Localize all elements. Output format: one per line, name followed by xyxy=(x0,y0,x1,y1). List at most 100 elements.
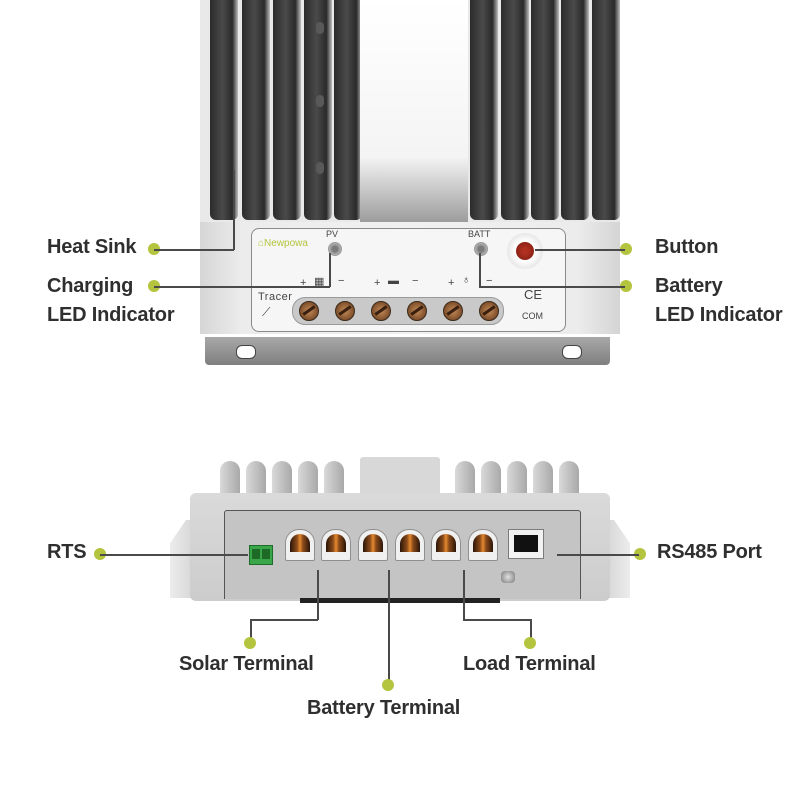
heat-sink-leader xyxy=(233,170,235,250)
rs485-leader xyxy=(557,554,639,556)
batt-negative-screw xyxy=(407,301,427,321)
battery-positive-terminal[interactable] xyxy=(358,529,388,561)
heat-sink-fin xyxy=(501,0,529,220)
button-dot xyxy=(620,243,632,255)
heat-sink-fin xyxy=(334,0,362,220)
pv-plus-sign: + xyxy=(300,277,307,289)
rts-pin xyxy=(252,549,260,559)
setting-button[interactable] xyxy=(507,233,543,269)
center-plate xyxy=(360,0,468,224)
charging-led-leader xyxy=(154,286,330,288)
heat-sink-fin xyxy=(507,461,527,499)
connector-panel xyxy=(224,510,581,599)
terminal-block xyxy=(292,297,504,325)
button-cap xyxy=(516,242,534,260)
solar-leader xyxy=(250,619,252,641)
ground-screw xyxy=(501,571,515,583)
heat-sink-fin xyxy=(531,0,559,220)
solar-panel-icon: ▦ xyxy=(314,276,325,288)
load-negative-terminal[interactable] xyxy=(468,529,498,561)
load-leader xyxy=(530,619,532,641)
battery-led-dot xyxy=(620,280,632,292)
charging-led-label-line2: LED Indicator xyxy=(47,304,175,326)
pv-label: PV xyxy=(326,229,339,239)
fin-screw xyxy=(316,22,324,34)
solar-terminal-label: Solar Terminal xyxy=(179,653,314,675)
load-positive-screw xyxy=(443,301,463,321)
heat-sink-fin xyxy=(455,461,475,499)
heat-sink-fin xyxy=(246,461,266,499)
rs485-port[interactable] xyxy=(508,529,544,559)
battery-led-leader xyxy=(479,253,481,287)
mounting-bracket xyxy=(205,337,610,365)
solar-terminal-dot xyxy=(244,637,256,649)
battery-led xyxy=(474,242,488,256)
solar-leader xyxy=(250,619,318,621)
rs485-dot xyxy=(634,548,646,560)
solar-leader xyxy=(317,570,319,620)
heat-sink-fin xyxy=(481,461,501,499)
battery-led-label-line1: Battery xyxy=(655,275,723,297)
home-icon: ⌂ xyxy=(258,238,265,249)
heat-sink-fin xyxy=(324,461,344,499)
heat-sink-leader xyxy=(154,249,234,251)
batt-minus-sign: − xyxy=(412,275,419,287)
terminal-hole xyxy=(326,534,346,552)
ce-mark: CE xyxy=(524,287,543,302)
bulb-icon: ♁ xyxy=(462,274,471,286)
rs485-label: RS485 Port xyxy=(657,541,762,563)
pv-minus-sign: − xyxy=(338,275,345,287)
model-label: Tracer xyxy=(258,291,293,303)
batt-positive-screw xyxy=(371,301,391,321)
load-leader xyxy=(463,619,531,621)
battery-terminal-dot xyxy=(382,679,394,691)
heat-sink-label: Heat Sink xyxy=(47,236,137,258)
bottom-heat-sink xyxy=(215,461,585,499)
solar-negative-terminal[interactable] xyxy=(321,529,351,561)
heat-sink-fin xyxy=(470,0,498,220)
terminal-hole xyxy=(436,534,456,552)
bottom-center-plate xyxy=(360,457,440,499)
fin-screw xyxy=(316,162,324,174)
mounting-slot xyxy=(562,345,582,359)
terminal-hole xyxy=(473,534,493,552)
battery-negative-terminal[interactable] xyxy=(395,529,425,561)
load-negative-screw xyxy=(479,301,499,321)
base-edge xyxy=(300,598,500,603)
rts-label: RTS xyxy=(47,541,87,563)
heat-sink-fin xyxy=(272,461,292,499)
load-minus-sign: − xyxy=(486,275,493,287)
brand-logo: ⌂Newpowa xyxy=(258,238,308,249)
heat-sink-fin xyxy=(242,0,270,220)
load-plus-sign: + xyxy=(448,277,455,289)
heat-sink-fin xyxy=(304,0,332,220)
charging-led xyxy=(328,242,342,256)
heat-sink-fin xyxy=(561,0,589,220)
rts-pin xyxy=(262,549,270,559)
heat-sink-fin xyxy=(298,461,318,499)
terminal-hole xyxy=(290,534,310,552)
rts-connector[interactable] xyxy=(249,545,273,565)
rts-leader xyxy=(100,554,248,556)
mounting-slot xyxy=(236,345,256,359)
rj45-jack xyxy=(514,535,538,552)
heat-sink-fin xyxy=(273,0,301,220)
charging-led-label-line1: Charging xyxy=(47,275,134,297)
battery-led-leader xyxy=(479,286,625,288)
pv-negative-screw xyxy=(335,301,355,321)
terminal-hole xyxy=(363,534,383,552)
charging-led-leader xyxy=(329,253,331,287)
solar-positive-terminal[interactable] xyxy=(285,529,315,561)
button-leader xyxy=(535,249,625,251)
battery-terminal-label: Battery Terminal xyxy=(307,697,461,719)
fin-screw xyxy=(316,95,324,107)
heat-sink-fin xyxy=(559,461,579,499)
battery-leader xyxy=(388,570,390,682)
heat-sink-fin xyxy=(592,0,620,220)
heat-sink-fin xyxy=(220,461,240,499)
load-terminal-dot xyxy=(524,637,536,649)
load-positive-terminal[interactable] xyxy=(431,529,461,561)
terminal-hole xyxy=(400,534,420,552)
battery-led-label-line2: LED Indicator xyxy=(655,304,783,326)
load-terminal-label: Load Terminal xyxy=(463,653,596,675)
